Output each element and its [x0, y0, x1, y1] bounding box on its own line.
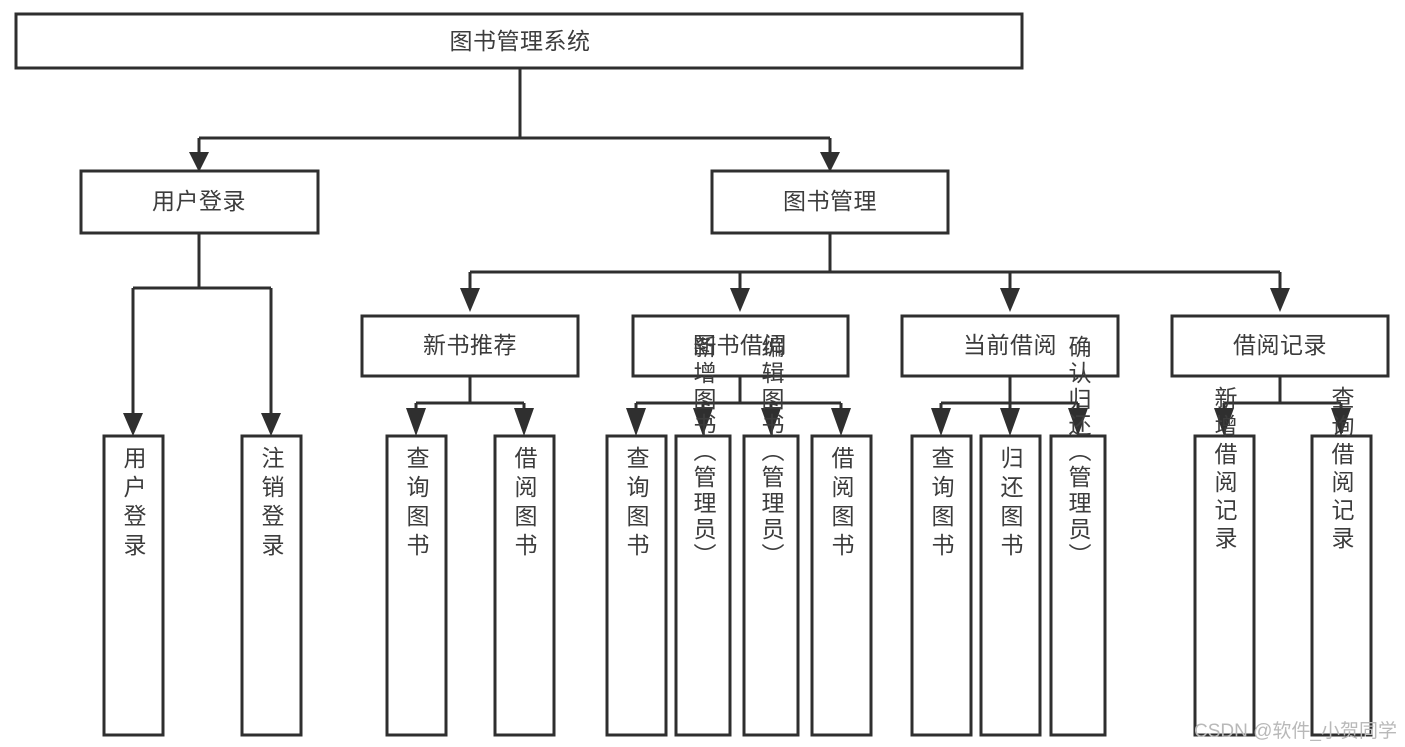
leaf-logout-login[interactable]: 注销登录	[240, 434, 303, 737]
node-borrow-record-label: 借阅记录	[1233, 332, 1327, 358]
node-book-borrow-label: 图书借阅	[693, 332, 787, 358]
connector-layer	[123, 68, 1351, 436]
leaf-add-book[interactable]: 新增图书（管理员）	[674, 335, 732, 737]
leaf-edit-book[interactable]: 编辑图书（管理员）	[742, 335, 800, 737]
leaf-borrow-book-2-box[interactable]	[810, 434, 873, 737]
arrow-head-borrow-record	[1270, 288, 1290, 312]
connector-user-login-bus	[131, 233, 273, 418]
leaf-user-login-box[interactable]	[102, 434, 165, 737]
leaf-return-book[interactable]: 归还图书	[979, 434, 1042, 737]
leaf-query-book-1-label: 查询图书	[403, 446, 430, 562]
leaf-add-borrow-record-label: 新增借阅记录	[1211, 386, 1238, 554]
arrow-head-leaf-add-book	[693, 408, 713, 436]
arrow-head-to-user-login	[189, 152, 209, 172]
leaf-confirm-return-label: 确认归还（管理员）	[1065, 335, 1092, 569]
leaf-query-book-2-label: 查询图书	[623, 446, 650, 562]
arrow-head-leaf-edit-book	[761, 408, 781, 436]
connector-book-borrow-bus	[634, 376, 843, 412]
node-book-manage-label: 图书管理	[783, 188, 877, 214]
node-book-borrow-box[interactable]	[631, 314, 850, 378]
leaf-user-login[interactable]: 用户登录	[102, 434, 165, 737]
node-user-login-box[interactable]	[79, 169, 320, 235]
leaf-query-borrow-record-box[interactable]	[1310, 434, 1373, 737]
leaf-borrow-book-1[interactable]: 借阅图书	[493, 434, 556, 737]
node-borrow-record[interactable]: 借阅记录	[1170, 314, 1390, 378]
leaf-query-borrow-record[interactable]: 查询借阅记录	[1310, 386, 1373, 737]
leaf-borrow-book-1-label: 借阅图书	[511, 446, 538, 562]
leaf-add-book-box[interactable]	[674, 434, 732, 737]
leaf-borrow-book-2-label: 借阅图书	[828, 446, 855, 562]
leaf-query-book-1-box[interactable]	[385, 434, 448, 737]
node-new-book-recommend[interactable]: 新书推荐	[360, 314, 580, 378]
leaf-add-book-label: 新增图书（管理员）	[690, 335, 717, 569]
node-root-label: 图书管理系统	[450, 28, 591, 54]
arrow-head-leaf-query-book-2	[626, 408, 646, 436]
leaf-query-book-2-box[interactable]	[605, 434, 668, 737]
leaf-logout-login-label: 注销登录	[258, 446, 285, 562]
leaf-edit-book-label: 编辑图书（管理员）	[758, 335, 785, 569]
node-book-manage-box[interactable]	[710, 169, 950, 235]
connector-root-to-bus	[197, 68, 832, 155]
leaf-add-borrow-record[interactable]: 新增借阅记录	[1193, 386, 1256, 737]
connector-borrow-record-bus	[1222, 376, 1343, 412]
arrow-head-leaf-borrow-book-1	[514, 408, 534, 436]
leaf-borrow-book-2[interactable]: 借阅图书	[810, 434, 873, 737]
arrow-head-leaf-user-login	[123, 413, 143, 436]
leaf-borrow-book-1-box[interactable]	[493, 434, 556, 737]
node-borrow-record-box[interactable]	[1170, 314, 1390, 378]
leaf-user-login-label: 用户登录	[120, 446, 147, 562]
arrow-head-current-borrow	[1000, 288, 1020, 312]
arrow-head-leaf-query-borrow-record	[1331, 408, 1351, 436]
leaf-query-book-3-label: 查询图书	[928, 446, 955, 562]
leaf-query-book-2[interactable]: 查询图书	[605, 434, 668, 737]
leaf-query-borrow-record-label: 查询借阅记录	[1328, 386, 1355, 554]
node-user-login[interactable]: 用户登录	[79, 169, 320, 235]
arrow-head-leaf-borrow-book-2	[831, 408, 851, 436]
leaf-return-book-label: 归还图书	[997, 446, 1024, 562]
arrow-head-leaf-return-book	[1000, 408, 1020, 436]
arrow-head-to-book-manage	[820, 152, 840, 172]
arrow-head-leaf-confirm-return	[1068, 408, 1088, 436]
node-user-login-label: 用户登录	[152, 188, 246, 214]
node-new-book-recommend-box[interactable]	[360, 314, 580, 378]
node-current-borrow-box[interactable]	[900, 314, 1120, 378]
connector-current-borrow-bus	[939, 376, 1080, 412]
leaf-query-book-3-box[interactable]	[910, 434, 973, 737]
arrow-head-leaf-query-book-3	[931, 408, 951, 436]
node-current-borrow[interactable]: 当前借阅	[900, 314, 1120, 378]
arrow-head-leaf-logout-login	[261, 413, 281, 436]
arrow-head-book-borrow	[730, 288, 750, 312]
leaf-return-book-box[interactable]	[979, 434, 1042, 737]
node-root-box[interactable]	[14, 12, 1024, 70]
leaf-query-book-3[interactable]: 查询图书	[910, 434, 973, 737]
connector-new-book-recommend-bus	[414, 376, 526, 412]
leaf-add-borrow-record-box[interactable]	[1193, 434, 1256, 737]
connector-book-manage-bus	[468, 233, 1282, 290]
leaf-confirm-return[interactable]: 确认归还（管理员）	[1049, 335, 1107, 737]
leaf-edit-book-box[interactable]	[742, 434, 800, 737]
node-new-book-recommend-label: 新书推荐	[423, 332, 517, 358]
node-book-manage[interactable]: 图书管理	[710, 169, 950, 235]
arrow-head-new-book-recommend	[460, 288, 480, 312]
node-root[interactable]: 图书管理系统	[14, 12, 1024, 70]
node-book-borrow[interactable]: 图书借阅	[631, 314, 850, 378]
leaf-query-book-1[interactable]: 查询图书	[385, 434, 448, 737]
leaf-confirm-return-box[interactable]	[1049, 434, 1107, 737]
node-current-borrow-label: 当前借阅	[963, 332, 1057, 358]
arrow-head-leaf-query-book-1	[406, 408, 426, 436]
arrow-head-leaf-add-borrow-record	[1214, 408, 1234, 436]
leaf-logout-login-box[interactable]	[240, 434, 303, 737]
